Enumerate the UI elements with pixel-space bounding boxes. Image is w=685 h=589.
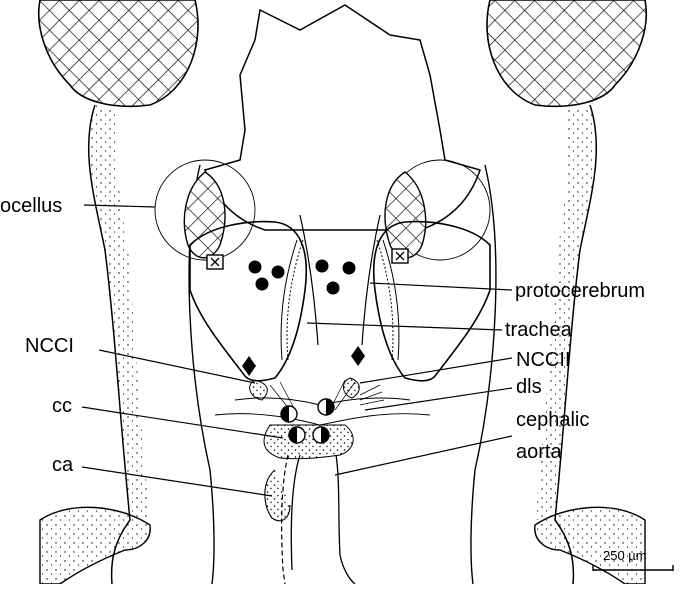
- boxed-x-right: [391, 248, 409, 264]
- boxed-x-left: [206, 254, 224, 270]
- head-capsule: [87, 104, 598, 585]
- leader-cc: [81, 406, 284, 439]
- leader-ca: [81, 466, 273, 497]
- protocerebrum-lobes: [189, 214, 491, 382]
- label-cc: cc: [52, 395, 72, 417]
- leader-ncci: [98, 349, 256, 384]
- leader-trachea: [306, 322, 503, 331]
- label-ncci: NCCI: [25, 335, 74, 357]
- cephalic-aorta: [264, 454, 356, 585]
- labels: ocellus protocerebrum trachea NCCII NCCI…: [0, 195, 645, 476]
- label-nccii: NCCII: [516, 349, 570, 371]
- label-protocerebrum: protocerebrum: [515, 280, 645, 302]
- label-dls: dls: [516, 376, 542, 398]
- scale-bar-label: 250 µm: [603, 548, 647, 563]
- label-trachea: trachea: [505, 319, 573, 341]
- half-circle-markers: [280, 398, 335, 444]
- cell-dots: [248, 259, 356, 295]
- compound-eye-left: [38, 0, 199, 108]
- leader-protocerebrum: [369, 282, 513, 291]
- label-aorta: aorta: [516, 441, 562, 463]
- trachea: [280, 239, 400, 361]
- leader-cephalic-aorta: [334, 435, 513, 476]
- label-ca: ca: [52, 454, 74, 476]
- label-cephalic: cephalic: [516, 409, 589, 431]
- leader-dls: [364, 387, 513, 411]
- mandible-bases: [39, 506, 646, 585]
- diamond-markers: [242, 346, 365, 376]
- scale-bar: 250 µm: [592, 548, 674, 571]
- leader-ocellus: [83, 204, 156, 208]
- label-ocellus: ocellus: [0, 195, 62, 217]
- leader-nccii: [359, 357, 513, 384]
- ocellus-left: [154, 159, 256, 261]
- retrocerebral-complex: [214, 377, 431, 460]
- frontal-region: [204, 4, 481, 231]
- leader-lines: [81, 204, 513, 497]
- compound-eye-right: [486, 0, 647, 108]
